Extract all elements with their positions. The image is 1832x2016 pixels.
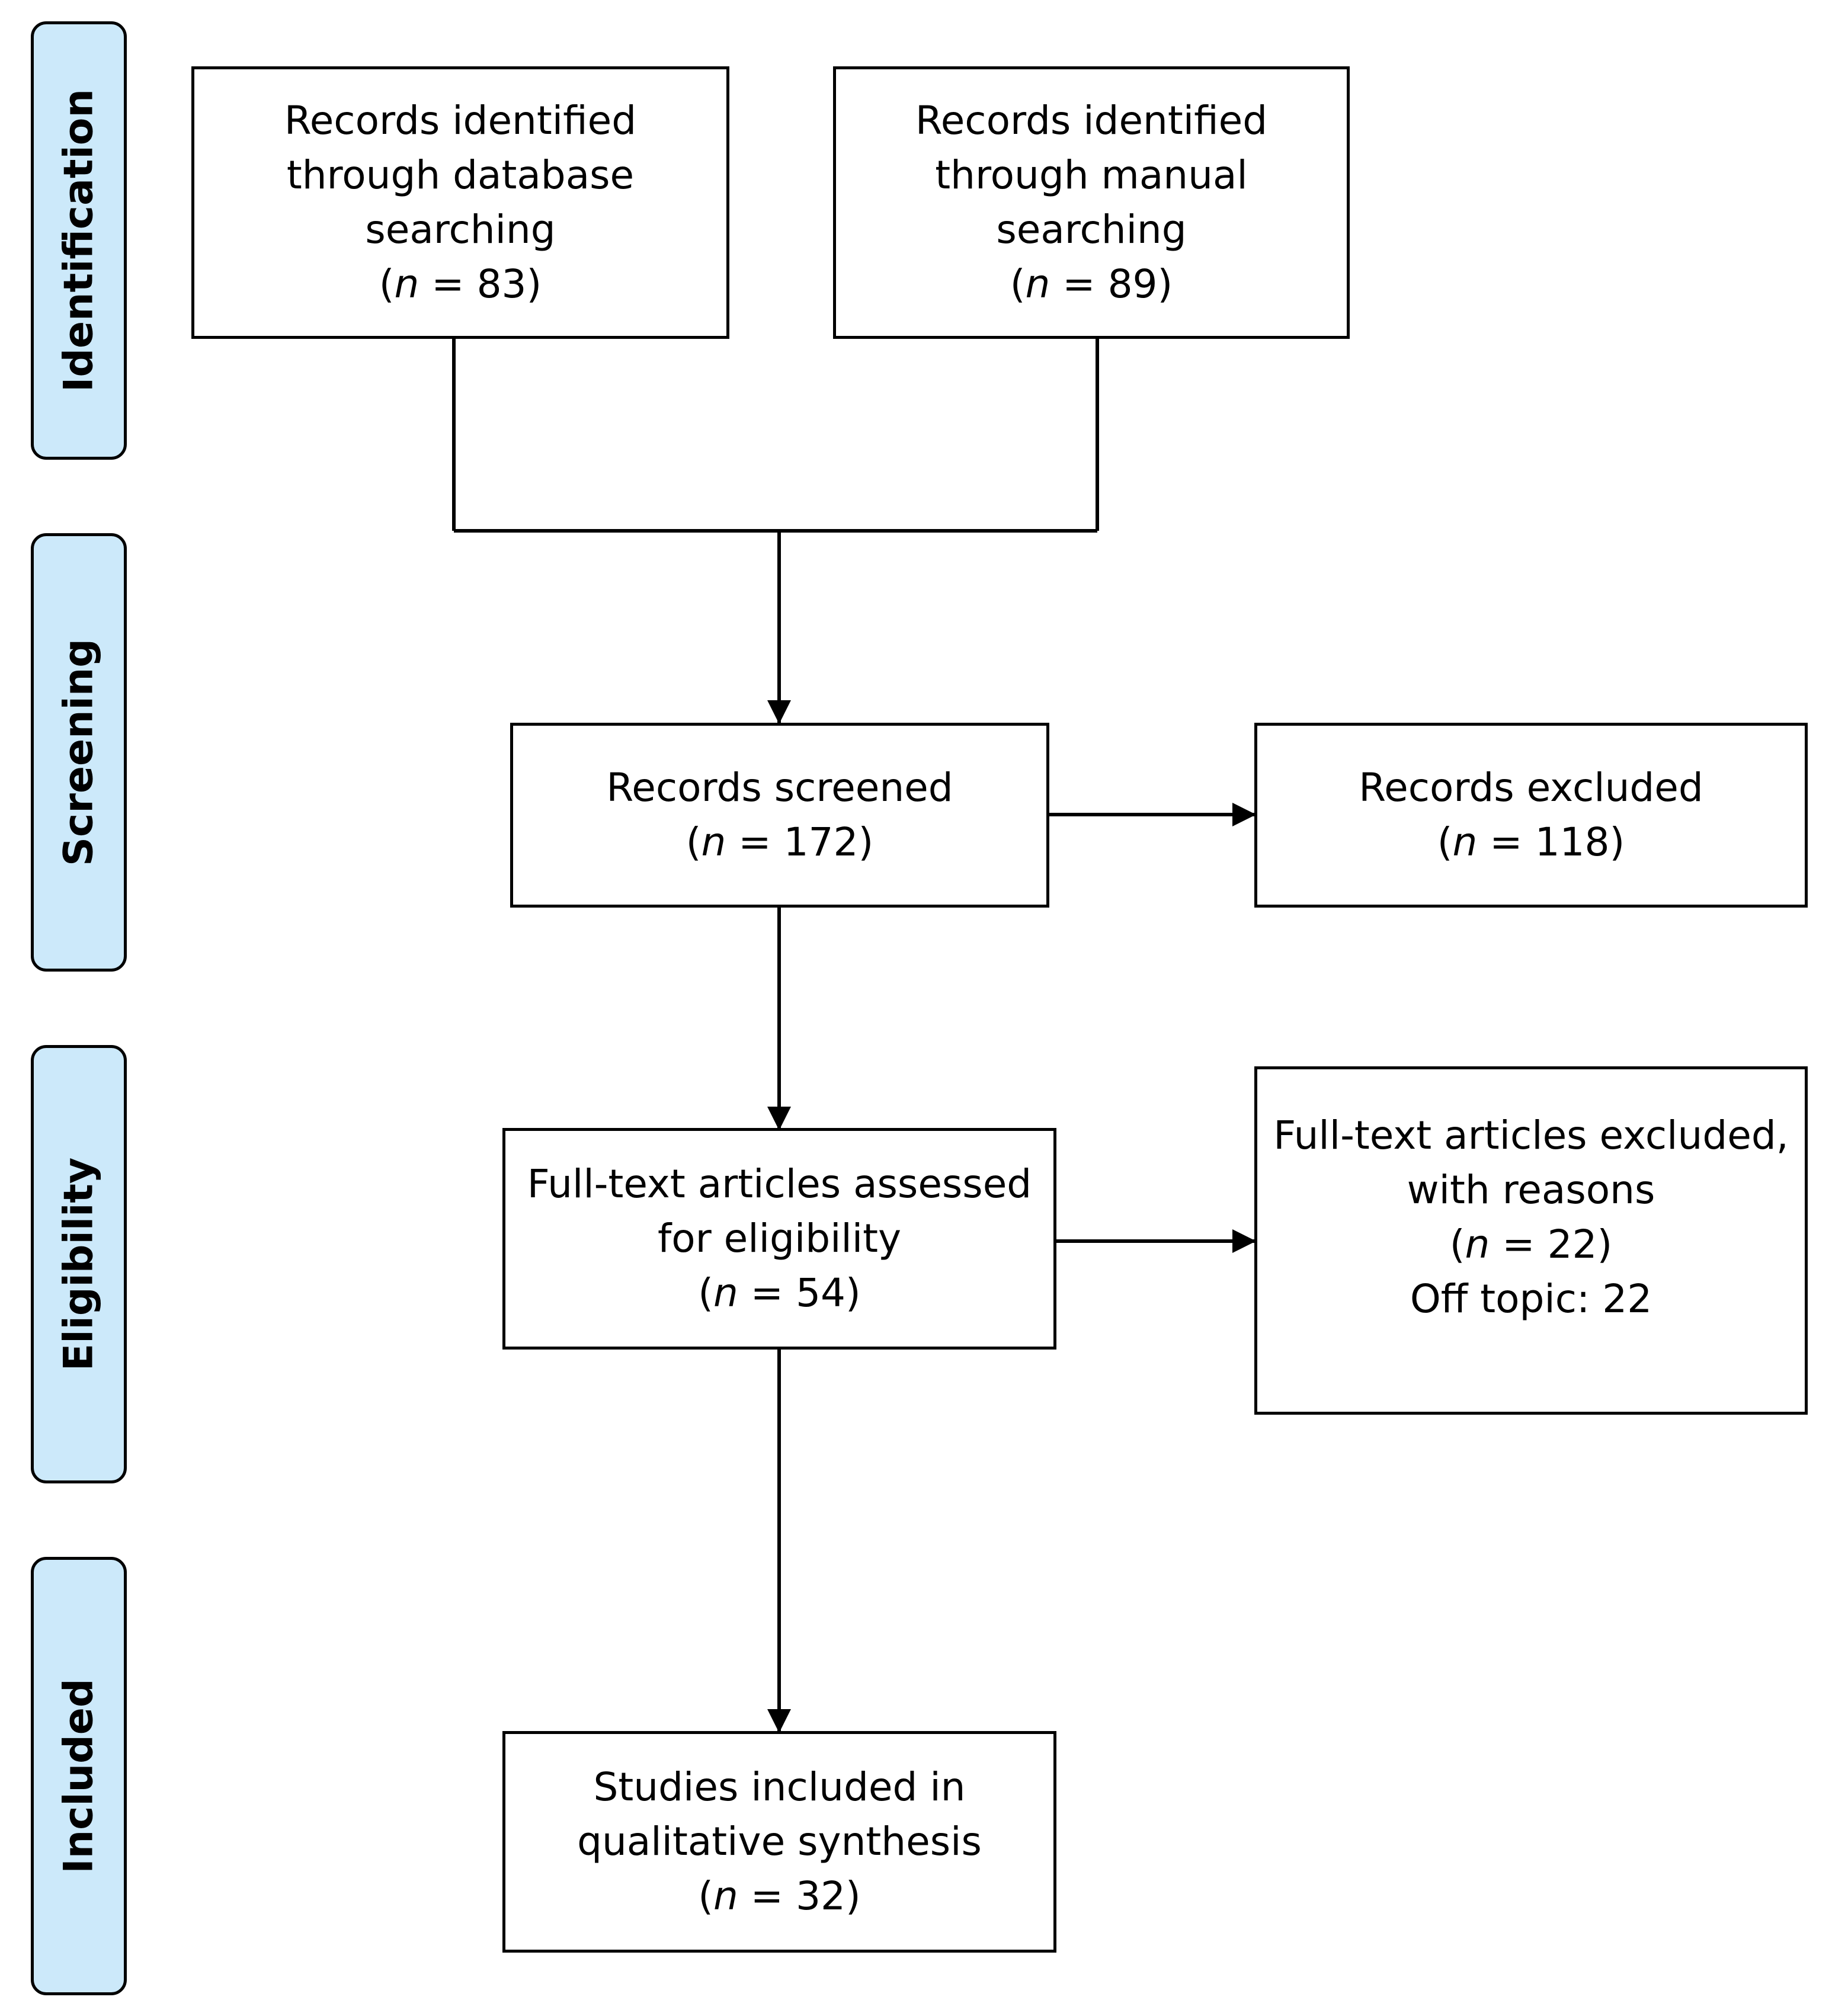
- exclusion-reason: Off topic: 22: [1410, 1276, 1652, 1322]
- records-excluded-box: Records excluded (n = 118): [1254, 723, 1808, 908]
- fulltext-excluded-box: Full-text articles excluded, with reason…: [1254, 1066, 1808, 1415]
- phase-identification: Identification: [31, 21, 127, 460]
- box-text-line: Studies included in: [593, 1764, 966, 1810]
- phase-included: Included: [31, 1557, 127, 1995]
- box-text-line: Records screened: [606, 765, 953, 810]
- phase-eligibility-label: Eligibility: [55, 1157, 103, 1371]
- records-screened-box: Records screened (n = 172): [510, 723, 1049, 908]
- manual-search-box: Records identified through manual search…: [833, 66, 1350, 339]
- record-count: (n = 54): [698, 1270, 861, 1316]
- record-count: (n = 32): [698, 1873, 861, 1919]
- phase-screening: Screening: [31, 533, 127, 972]
- phase-eligibility: Eligibility: [31, 1045, 127, 1483]
- record-count: (n = 118): [1437, 819, 1625, 865]
- phase-identification-label: Identification: [55, 89, 103, 392]
- box-text-line: Full-text articles assessed: [527, 1161, 1032, 1207]
- fulltext-assessed-box: Full-text articles assessed for eligibil…: [502, 1128, 1056, 1350]
- box-text-line: with reasons: [1407, 1167, 1655, 1213]
- box-text-line: through manual: [935, 152, 1248, 198]
- box-text-line: Records excluded: [1359, 765, 1703, 810]
- box-text-line: Full-text articles excluded,: [1273, 1113, 1789, 1158]
- box-text-line: Records identified: [915, 98, 1268, 143]
- record-count: (n = 83): [379, 261, 542, 307]
- record-count: (n = 172): [686, 819, 874, 865]
- record-count: (n = 89): [1010, 261, 1173, 307]
- phase-screening-label: Screening: [55, 639, 103, 866]
- box-text-line: searching: [996, 207, 1187, 252]
- phase-included-label: Included: [55, 1678, 103, 1874]
- box-text-line: qualitative synthesis: [577, 1819, 982, 1864]
- box-text-line: searching: [365, 207, 556, 252]
- studies-included-box: Studies included in qualitative synthesi…: [502, 1731, 1056, 1953]
- record-count: (n = 22): [1449, 1222, 1613, 1267]
- box-text-line: through database: [286, 152, 635, 198]
- box-text-line: Records identified: [284, 98, 637, 143]
- database-search-box: Records identified through database sear…: [191, 66, 729, 339]
- box-text-line: for eligibility: [657, 1216, 902, 1261]
